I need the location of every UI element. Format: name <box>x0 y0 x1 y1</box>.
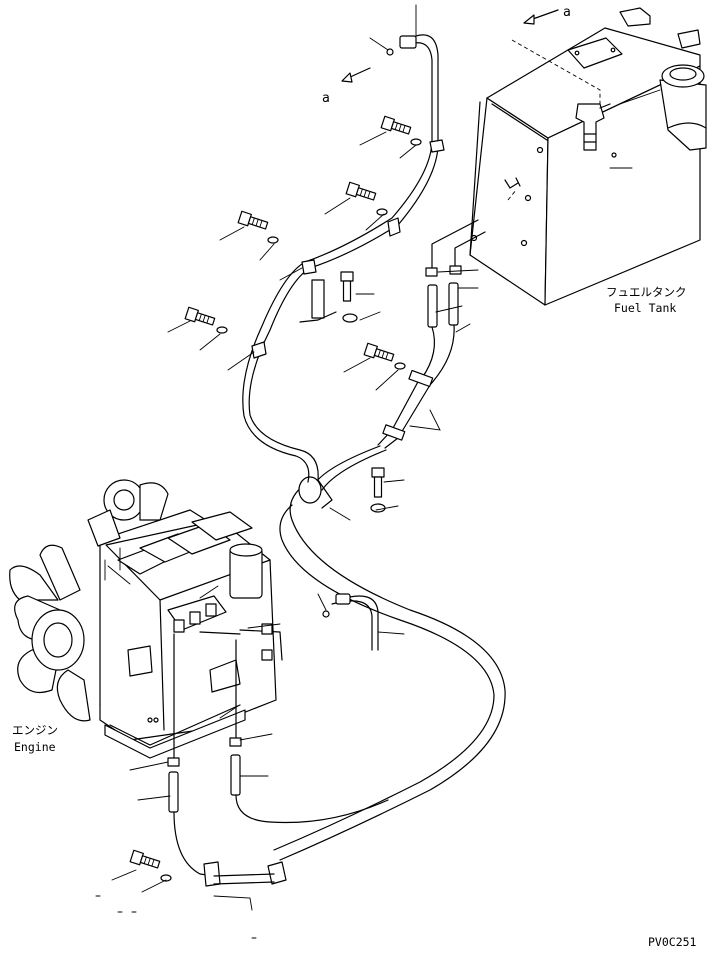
leader-lines <box>95 4 661 939</box>
ref-a-left: a <box>322 91 330 106</box>
fuel-tank <box>425 7 707 306</box>
engine <box>9 479 283 759</box>
fuel-tank-label-en: Fuel Tank <box>614 301 676 315</box>
engine-label-jp: エンジン <box>12 723 58 737</box>
fuel-tank-label-jp: フュエルタンク <box>606 285 687 299</box>
upper-fuel-line <box>242 34 445 483</box>
supply-return-hoses <box>273 282 506 861</box>
view-arrow-top <box>523 9 559 25</box>
view-arrow-left <box>341 67 371 83</box>
engine-fuel-connections <box>167 593 389 887</box>
ref-a-top: a <box>563 5 571 20</box>
engine-label-en: Engine <box>14 740 56 754</box>
bolts-and-washers <box>129 115 422 882</box>
drawing-code: PV0C251 <box>648 935 697 949</box>
